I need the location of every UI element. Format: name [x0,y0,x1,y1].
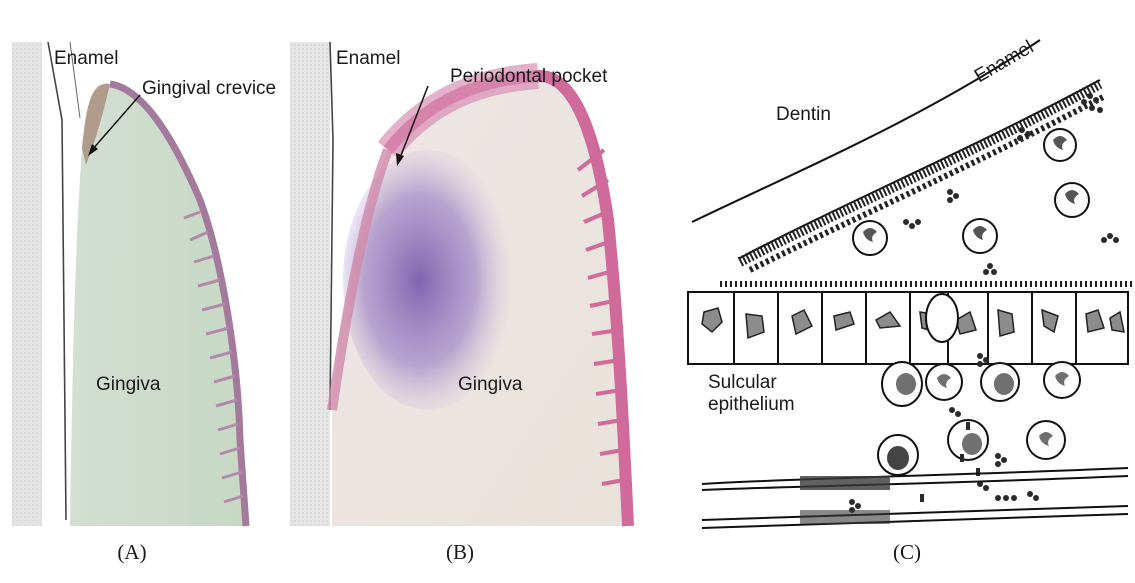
enamel-label-b: Enamel [336,48,400,70]
periodontal-pocket-label: Periodontal pocket [450,66,607,88]
gingival-crevice-label: Gingival crevice [142,78,276,100]
tooth-section-b [290,42,330,526]
epithelial-cell-row [688,292,1128,364]
enamel-line-a [48,42,66,520]
gingiva-label-b: Gingiva [458,374,522,396]
blood-vessel [702,468,1128,528]
inflammatory-infiltrate [343,150,513,410]
panel-b: Enamel Periodontal pocket Gingiva (B) [278,0,678,583]
caption-b: (B) [420,540,500,565]
vessel-extravasation [800,476,890,490]
gingiva-label-a: Gingiva [96,374,160,396]
sulcular-label-line1: Sulcular [708,372,777,394]
dentin-label: Dentin [776,104,831,126]
caption-c: (C) [867,540,947,565]
transmigrating-cell [926,294,958,342]
panel-a: Enamel Gingival crevice Gingiva (A) [0,0,270,583]
enamel-line-b [330,42,333,410]
panel-c: Dentin Enamel Sulcular epithelium (C) [680,0,1135,583]
schematic-diagram-c [680,0,1135,583]
enamel-label-a: Enamel [54,48,118,70]
caption-a: (A) [92,540,172,565]
sulcular-label-line2: epithelium [708,394,795,416]
